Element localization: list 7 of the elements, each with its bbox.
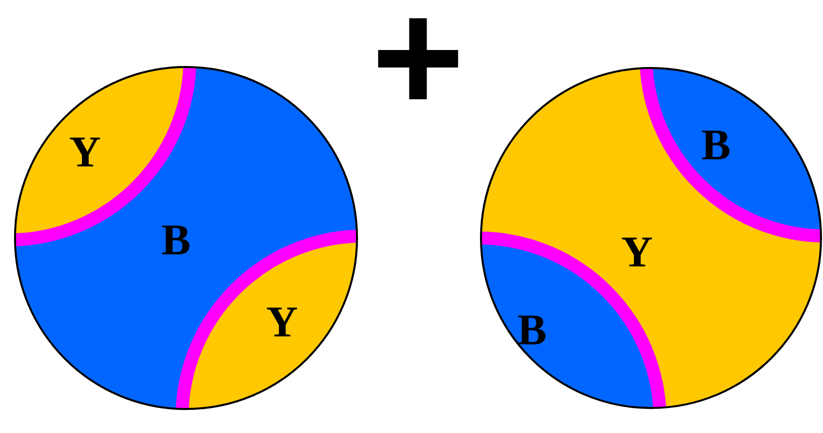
plus-sign: + — [378, 18, 458, 100]
region-label: B — [702, 130, 730, 160]
region-label: B — [518, 316, 546, 344]
region-label: B — [162, 226, 190, 254]
region-label: Y — [70, 138, 100, 166]
region-label: Y — [266, 308, 297, 336]
region-label: Y — [622, 238, 652, 266]
